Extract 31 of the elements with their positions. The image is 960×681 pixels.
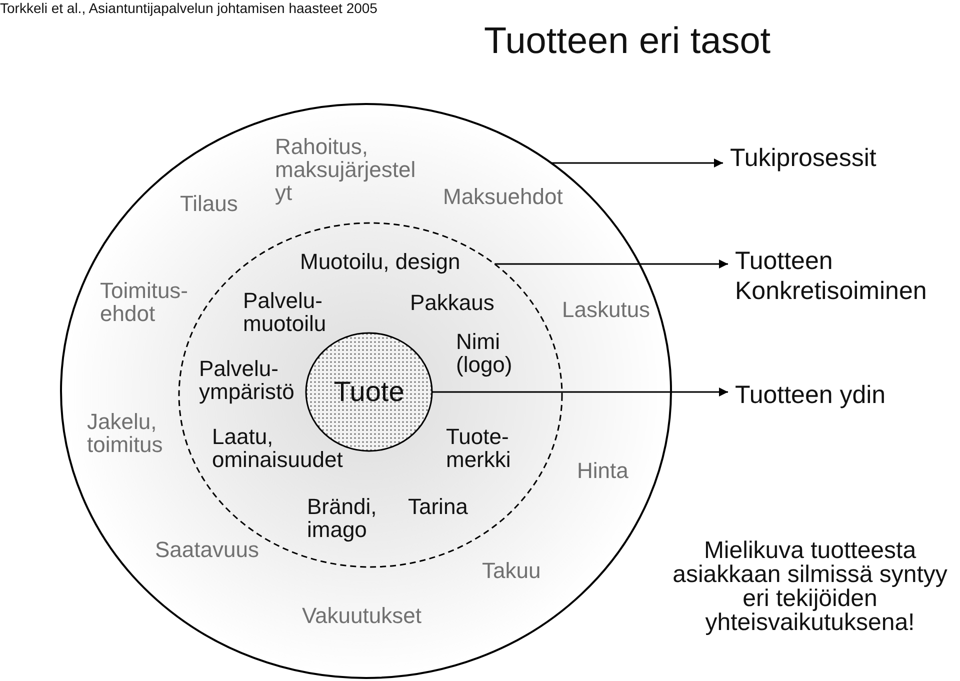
level-label: Tukiprosessit [730, 143, 876, 173]
outer-ellipse [60, 103, 672, 679]
level-label: Tuotteen Konkretisoiminen [735, 246, 935, 306]
ring-label: Jakelu, toimitus [87, 410, 164, 456]
ring-label: Muotoilu, design [300, 250, 460, 273]
ring-label: Laatu, ominaisuudet [212, 425, 344, 471]
ring-label: Nimi (logo) [456, 330, 514, 376]
source-citation: Torkkeli et al., Asiantuntijapalvelun johtamisen haasteet 2005 [0, 0, 378, 16]
ring-label: Pakkaus [410, 291, 494, 314]
ring-label: Tilaus [180, 192, 238, 215]
ring-label: Tuote- merkki [446, 425, 512, 471]
ring-label: Maksuehdot [443, 185, 563, 208]
ring-label: Tarina [408, 495, 468, 518]
ring-label: Brändi, imago [307, 495, 378, 541]
note-text: Mielikuva tuotteesta asiakkaan silmissä syntyy eri tekijöiden yhteisvaikutuksena! [672, 539, 948, 635]
ring-label: Hinta [577, 459, 628, 482]
ring-label: Palvelu- muotoilu [243, 289, 328, 335]
ring-label: Toimitus- ehdot [100, 279, 190, 325]
title: Tuotteen eri tasot [484, 21, 771, 61]
level-label: Tuotteen ydin [735, 380, 886, 410]
arrow [551, 158, 723, 168]
ring-label: Vakuutukset [302, 604, 422, 627]
arrow [494, 260, 728, 268]
ring-label: Palvelu- ympäristö [199, 357, 296, 403]
ring-label: Laskutus [562, 298, 650, 321]
core-circle [305, 332, 433, 452]
ring-label: Takuu [482, 559, 541, 582]
ring-label: Saatavuus [155, 538, 259, 561]
core-label: Tuote [334, 377, 404, 407]
ring-label: Rahoitus, maksujärjestel yt [275, 135, 417, 204]
arrow [432, 388, 728, 396]
